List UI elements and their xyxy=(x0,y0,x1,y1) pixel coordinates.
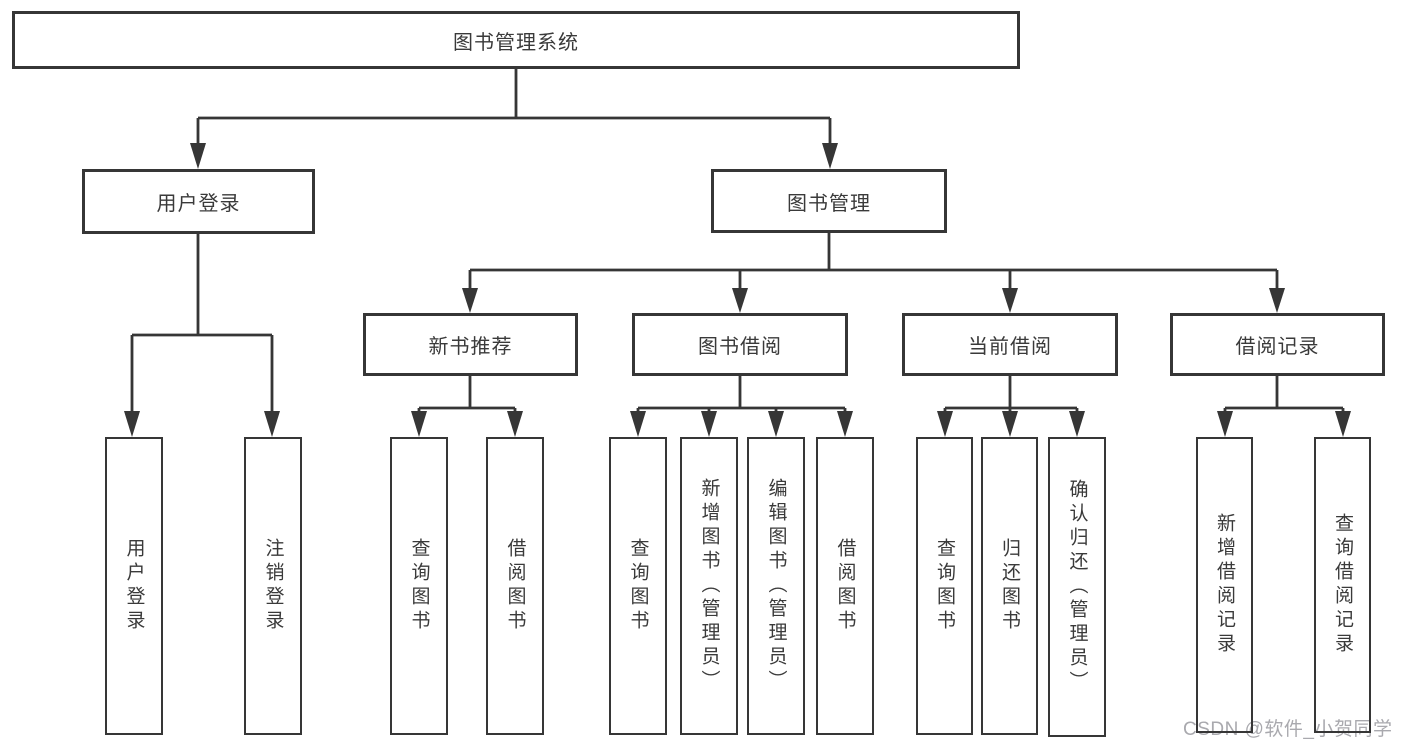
leaf-query-books-borrow-label: 查询图书 xyxy=(627,538,649,634)
connector-userlogin-to-leaves xyxy=(130,234,274,414)
connector-currentborrow-to-leaves xyxy=(943,376,1079,414)
arrowhead xyxy=(822,143,838,169)
leaf-query-borrow-record: 查询借阅记录 xyxy=(1314,437,1371,733)
connector-bookmgmt-to-level3 xyxy=(468,233,1279,291)
leaf-borrow-books: 借阅图书 xyxy=(816,437,874,735)
leaf-add-book-admin: 新增图书（管理员） xyxy=(680,437,738,735)
leaf-user-login: 用户登录 xyxy=(105,437,163,735)
node-new-book-recommend-label: 新书推荐 xyxy=(428,336,513,358)
leaf-borrow-books-recommend-label: 借阅图书 xyxy=(504,538,526,634)
csdn-watermark: CSDN @软件_小贺同学 xyxy=(1183,719,1393,740)
node-borrow-records-label: 借阅记录 xyxy=(1235,336,1320,358)
arrowhead xyxy=(837,411,853,437)
leaf-confirm-return-admin-label: 确认归还（管理员） xyxy=(1066,479,1088,695)
arrowhead xyxy=(1002,288,1018,313)
leaf-edit-book-admin-label: 编辑图书（管理员） xyxy=(765,478,787,694)
node-current-borrow-label: 当前借阅 xyxy=(968,336,1052,358)
arrowhead xyxy=(411,411,427,437)
node-user-login-label: 用户登录 xyxy=(156,193,241,215)
leaf-add-book-admin-label: 新增图书（管理员） xyxy=(698,478,720,694)
arrowhead xyxy=(1335,411,1351,437)
leaf-query-books-current: 查询图书 xyxy=(916,437,973,735)
node-current-borrow: 当前借阅 xyxy=(902,313,1118,376)
leaf-query-borrow-record-label: 查询借阅记录 xyxy=(1332,513,1353,657)
leaf-edit-book-admin: 编辑图书（管理员） xyxy=(747,437,805,735)
arrowhead xyxy=(507,411,523,437)
connector-bookborrow-to-leaves xyxy=(636,376,847,414)
leaf-return-book: 归还图书 xyxy=(981,437,1038,735)
arrowhead xyxy=(190,143,206,169)
arrowhead xyxy=(701,411,717,437)
connector-borrowrecords-to-leaves xyxy=(1223,376,1345,414)
arrowhead xyxy=(937,411,953,437)
node-book-borrow-label: 图书借阅 xyxy=(698,336,782,358)
leaf-add-borrow-record: 新增借阅记录 xyxy=(1196,437,1253,733)
node-borrow-records: 借阅记录 xyxy=(1170,313,1385,376)
arrowhead xyxy=(1002,411,1018,437)
node-root-label: 图书管理系统 xyxy=(453,31,579,54)
node-book-borrow: 图书借阅 xyxy=(632,313,848,376)
leaf-query-books-borrow: 查询图书 xyxy=(609,437,667,735)
leaf-return-book-label: 归还图书 xyxy=(999,538,1020,634)
arrowhead xyxy=(630,411,646,437)
leaf-borrow-books-recommend: 借阅图书 xyxy=(486,437,544,735)
arrowhead xyxy=(732,288,748,313)
arrowhead xyxy=(768,411,784,437)
leaf-query-books-recommend: 查询图书 xyxy=(390,437,448,735)
connector-root-to-level2 xyxy=(196,69,832,146)
connector-newbooks-to-leaves xyxy=(417,376,517,414)
node-user-login: 用户登录 xyxy=(82,169,315,234)
leaf-logout-label: 注销登录 xyxy=(262,538,284,634)
arrowhead xyxy=(1217,411,1233,437)
node-book-management-label: 图书管理 xyxy=(787,192,871,215)
leaf-logout: 注销登录 xyxy=(244,437,302,735)
leaf-borrow-books-label: 借阅图书 xyxy=(834,538,856,634)
arrowhead xyxy=(1269,288,1285,313)
leaf-confirm-return-admin: 确认归还（管理员） xyxy=(1048,437,1106,737)
leaf-add-borrow-record-label: 新增借阅记录 xyxy=(1214,513,1235,657)
arrowhead xyxy=(264,411,280,437)
arrowhead xyxy=(1069,411,1085,437)
node-book-management: 图书管理 xyxy=(711,169,947,233)
node-root: 图书管理系统 xyxy=(12,11,1020,69)
leaf-query-books-recommend-label: 查询图书 xyxy=(408,538,430,634)
arrowhead xyxy=(462,288,478,313)
node-new-book-recommend: 新书推荐 xyxy=(363,313,578,376)
arrowhead xyxy=(124,411,140,437)
leaf-query-books-current-label: 查询图书 xyxy=(934,538,955,634)
leaf-user-login-label: 用户登录 xyxy=(123,538,145,634)
